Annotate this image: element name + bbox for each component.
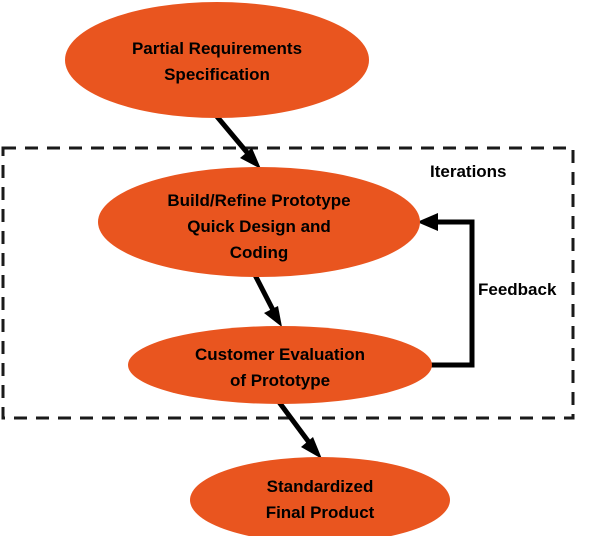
arrow-head-icon <box>417 213 438 231</box>
node-standardized-final-product[interactable]: Standardized Final Product <box>190 457 450 536</box>
node-shape-ellipse <box>190 457 450 536</box>
node-customer-evaluation[interactable]: Customer Evaluation of Prototype <box>128 326 432 404</box>
node-label-line: Partial Requirements <box>132 39 302 58</box>
node-label-line: Quick Design and <box>187 217 331 236</box>
node-shape-ellipse <box>65 2 369 118</box>
connector-evaluation-to-final-product <box>276 400 322 459</box>
connector-build-to-evaluation <box>252 273 282 327</box>
node-label-line: Build/Refine Prototype <box>167 191 350 210</box>
node-label-line: Customer Evaluation <box>195 345 365 364</box>
node-label-line: Specification <box>164 65 270 84</box>
node-label-line: of Prototype <box>230 371 330 390</box>
node-build-refine-prototype[interactable]: Build/Refine Prototype Quick Design and … <box>98 167 420 277</box>
arrow-head-icon <box>240 148 261 169</box>
node-label-line: Standardized <box>267 477 374 496</box>
node-shape-ellipse <box>98 167 420 277</box>
node-shape-ellipse <box>128 326 432 404</box>
connector-feedback-loop <box>417 213 475 368</box>
arrow-head-icon <box>301 437 322 459</box>
feedback-label: Feedback <box>478 280 557 299</box>
iterations-label: Iterations <box>430 162 507 181</box>
node-label-line: Coding <box>230 243 289 262</box>
connector-requirements-to-build <box>212 111 261 169</box>
node-label-line: Final Product <box>266 503 375 522</box>
arrow-head-icon <box>264 306 282 327</box>
node-partial-requirements[interactable]: Partial Requirements Specification <box>65 2 369 118</box>
